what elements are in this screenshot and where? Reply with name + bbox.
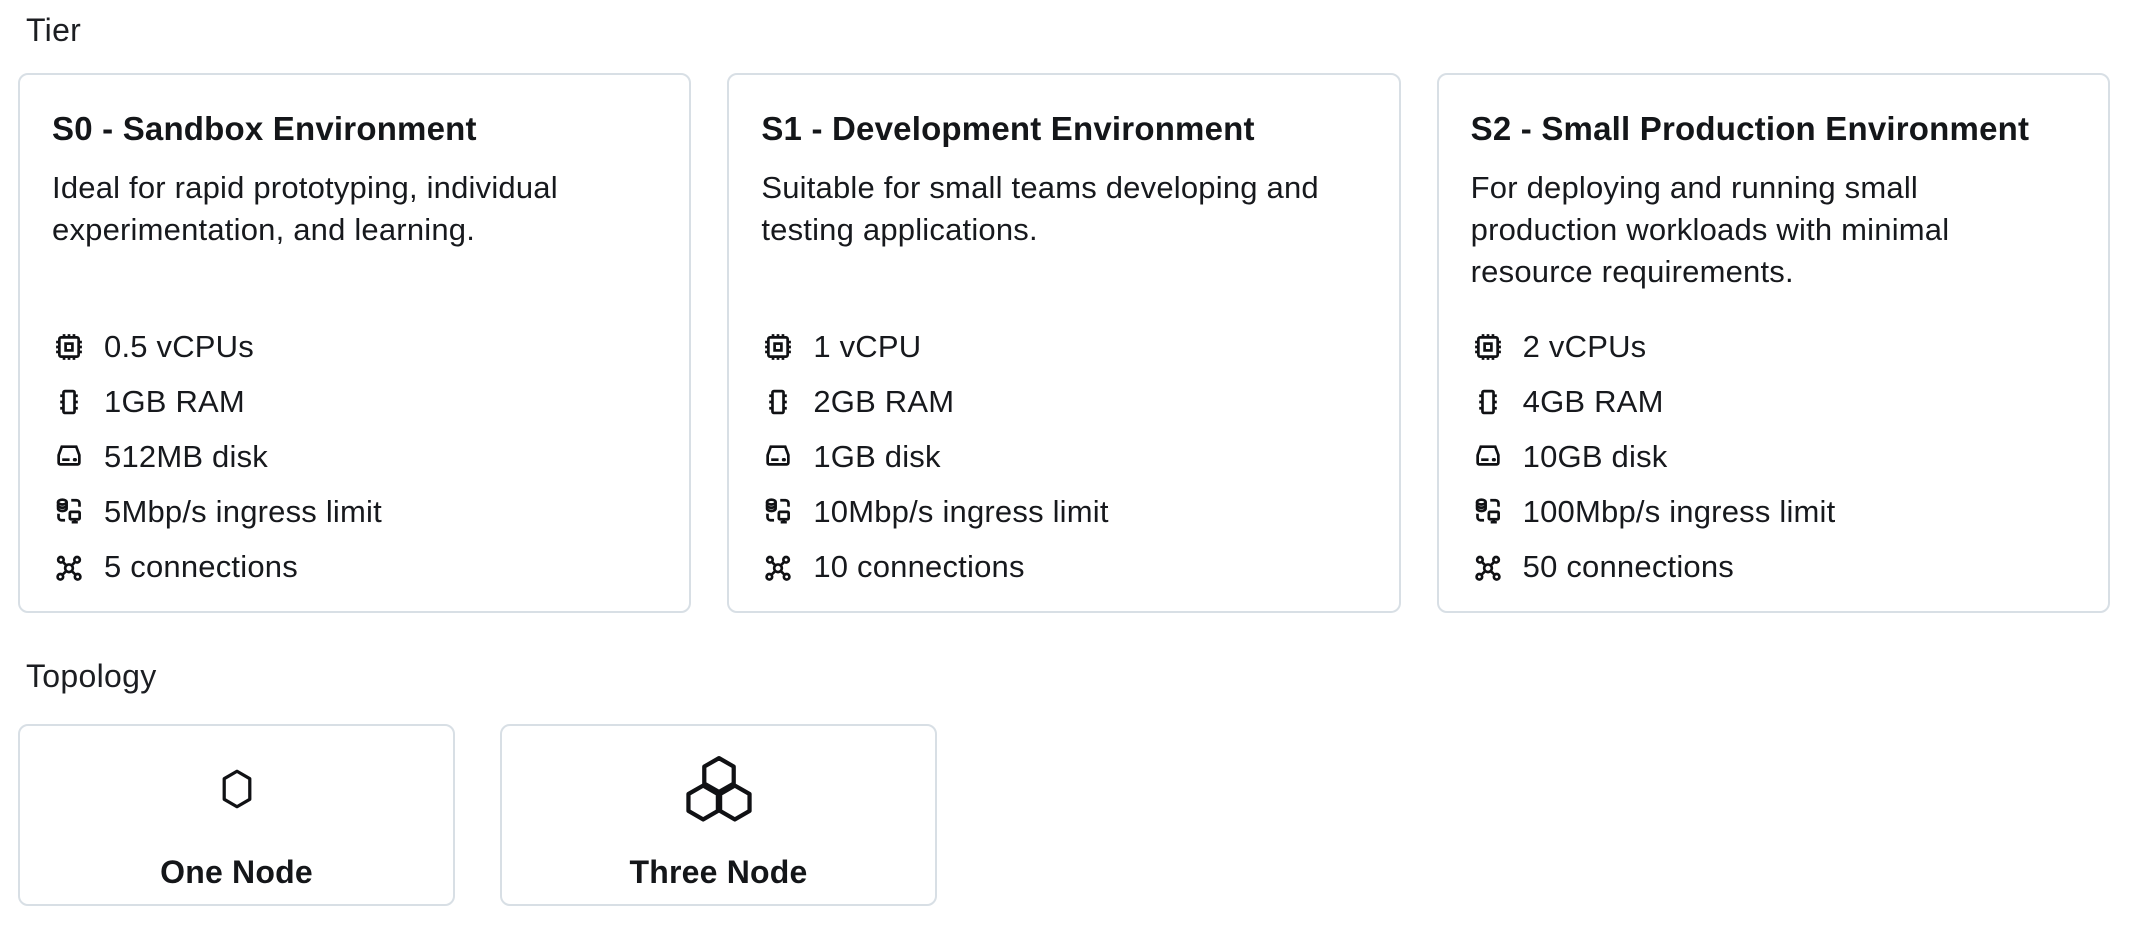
tier-card-s2[interactable]: S2 - Small Production Environment For de… xyxy=(1436,73,2110,613)
ingress-icon xyxy=(56,497,81,524)
tier-card-description: Ideal for rapid prototyping, individual … xyxy=(52,170,558,247)
spec-row-ingress: 5Mbp/s ingress limit xyxy=(52,484,657,539)
tier-card-title: S1 - Development Environment xyxy=(761,110,1255,147)
spec-row-ingress: 100Mbp/s ingress limit xyxy=(1471,484,2076,539)
spec-text: 1GB disk xyxy=(813,438,941,474)
topology-card-one-node[interactable]: One Node xyxy=(18,724,455,906)
spec-row-connections: 5 connections xyxy=(52,539,657,594)
connections-icon xyxy=(56,555,82,581)
topology-option-label: One Node xyxy=(160,854,313,890)
spec-row-connections: 10 connections xyxy=(761,539,1366,594)
ram-icon xyxy=(1478,389,1497,414)
spec-list: 1 vCPU 2GB RAM 1GB disk xyxy=(761,319,1366,594)
topology-icon-box xyxy=(218,748,256,830)
one-node-hexagon-icon xyxy=(222,769,251,809)
tier-section-label: Tier xyxy=(26,12,82,48)
disk-icon xyxy=(57,444,81,466)
spec-row-ram: 4GB RAM xyxy=(1471,374,2076,429)
spec-text: 1 vCPU xyxy=(813,328,922,364)
spec-row-cpu: 1 vCPU xyxy=(761,319,1366,374)
three-node-hexagons-icon xyxy=(685,756,752,822)
tier-card-title: S2 - Small Production Environment xyxy=(1470,110,2030,147)
spec-row-cpu: 2 vCPUs xyxy=(1471,319,2076,374)
tier-card-title: S0 - Sandbox Environment xyxy=(52,110,477,147)
spec-row-ingress: 10Mbp/s ingress limit xyxy=(761,484,1366,539)
tier-card-group: S0 - Sandbox Environment Ideal for rapid… xyxy=(18,73,2110,613)
topology-card-group: One Node Three Node xyxy=(18,724,937,906)
spec-text: 50 connections xyxy=(1522,548,1734,584)
spec-row-ram: 1GB RAM xyxy=(52,374,657,429)
topology-card-three-node[interactable]: Three Node xyxy=(500,724,937,906)
spec-list: 2 vCPUs 4GB RAM 10GB disk xyxy=(1471,319,2076,594)
spec-row-ram: 2GB RAM xyxy=(761,374,1366,429)
ram-icon xyxy=(769,389,788,414)
disk-icon xyxy=(1475,444,1500,466)
tier-card-s0[interactable]: S0 - Sandbox Environment Ideal for rapid… xyxy=(18,73,692,613)
spec-row-disk: 1GB disk xyxy=(761,429,1366,484)
spec-text: 5Mbp/s ingress limit xyxy=(104,493,382,529)
spec-text: 1GB RAM xyxy=(104,383,245,419)
spec-row-disk: 10GB disk xyxy=(1471,429,2076,484)
spec-text: 2GB RAM xyxy=(813,383,955,419)
ingress-icon xyxy=(766,497,791,524)
topology-icon-box xyxy=(685,748,753,830)
cpu-icon xyxy=(56,333,82,360)
tier-card-s1[interactable]: S1 - Development Environment Suitable fo… xyxy=(727,73,1401,613)
spec-row-disk: 512MB disk xyxy=(52,429,657,484)
spec-text: 0.5 vCPUs xyxy=(104,328,254,364)
spec-text: 512MB disk xyxy=(104,438,268,474)
topology-option-label: Three Node xyxy=(629,854,808,890)
cpu-icon xyxy=(1474,333,1501,360)
spec-text: 10 connections xyxy=(813,548,1025,584)
tier-card-description: Suitable for small teams developing and … xyxy=(761,170,1319,247)
spec-row-connections: 50 connections xyxy=(1471,539,2076,594)
spec-text: 4GB RAM xyxy=(1522,383,1664,419)
ram-icon xyxy=(60,389,78,414)
ingress-icon xyxy=(1475,497,1500,524)
spec-text: 10Mbp/s ingress limit xyxy=(813,493,1109,529)
spec-row-cpu: 0.5 vCPUs xyxy=(52,319,657,374)
topology-section-label: Topology xyxy=(26,658,157,694)
tier-card-description: For deploying and running small producti… xyxy=(1470,170,1950,289)
spec-text: 2 vCPUs xyxy=(1522,328,1647,364)
connections-icon xyxy=(1474,555,1501,581)
spec-text: 10GB disk xyxy=(1522,438,1668,474)
cpu-icon xyxy=(765,333,792,360)
disk-icon xyxy=(766,444,791,466)
connections-icon xyxy=(765,555,792,581)
spec-text: 100Mbp/s ingress limit xyxy=(1522,493,1836,529)
spec-text: 5 connections xyxy=(104,548,298,584)
spec-list: 0.5 vCPUs 1GB RAM 512MB disk xyxy=(52,319,657,594)
